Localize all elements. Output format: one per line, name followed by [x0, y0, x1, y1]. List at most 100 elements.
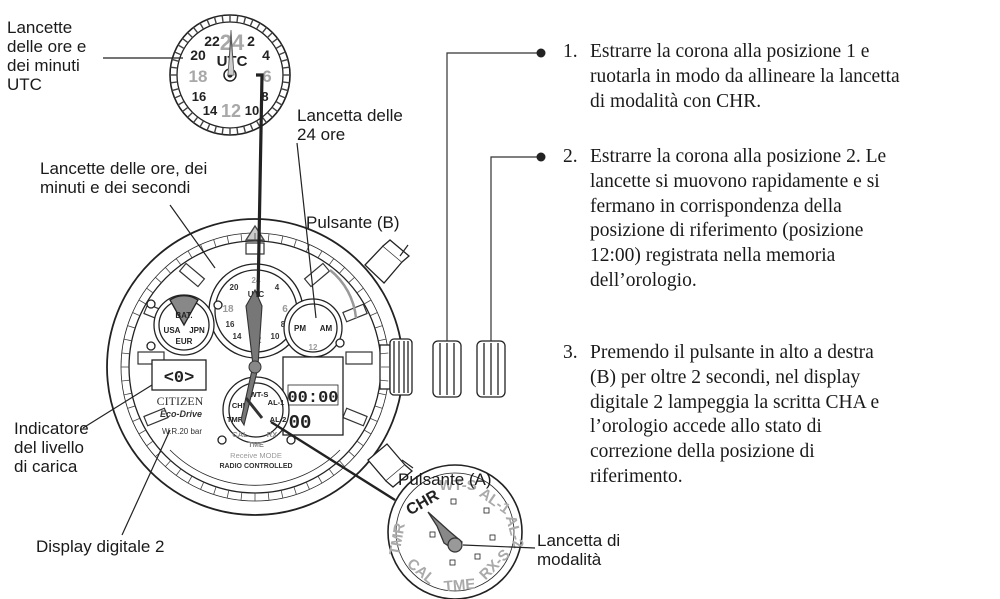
tick-mark — [213, 486, 217, 495]
mode-rx: RX — [267, 430, 277, 439]
tick-mark — [171, 88, 179, 92]
mode-zoom-wts: WT-S — [439, 477, 477, 494]
subdial-num: 6 — [282, 304, 288, 315]
tick-mark — [369, 312, 378, 317]
utc-num: 10 — [245, 103, 259, 118]
tick-mark — [317, 475, 323, 484]
tick-mark — [146, 287, 154, 294]
tick-mark — [328, 468, 335, 476]
tick-mark — [380, 379, 389, 382]
tick-mark — [280, 490, 284, 499]
tick-mark — [280, 235, 284, 244]
tick-mark — [199, 22, 205, 30]
utc-num: 14 — [203, 103, 218, 118]
step-3: 3. Premendo il pulsante in alto a destra… — [563, 341, 993, 490]
tick-mark — [177, 100, 185, 106]
subdial-num: 18 — [222, 304, 234, 315]
tick-mark — [305, 481, 310, 490]
tick-mark — [187, 111, 194, 118]
tick-mark — [123, 338, 132, 342]
utc-num: 8 — [261, 89, 268, 104]
tick-mark — [267, 492, 270, 501]
tick-mark — [356, 440, 364, 447]
tick-mark — [293, 486, 297, 495]
utc-num: 6 — [262, 67, 271, 86]
tick-mark — [339, 460, 345, 467]
tick-mark — [240, 233, 243, 242]
tick-mark — [266, 111, 273, 118]
tick-mark — [278, 94, 286, 99]
lcd-left — [151, 359, 207, 391]
tick-mark — [369, 417, 378, 422]
water-resistance-text: W.R.20 bar — [162, 427, 202, 436]
tick-mark — [275, 44, 283, 50]
receive-mode-text: Receive MODE — [230, 451, 282, 460]
subdial-num: 20 — [230, 283, 239, 292]
tick-mark — [261, 116, 268, 124]
tick-mark — [199, 120, 205, 128]
tick-mark — [380, 352, 389, 355]
utc-hands — [227, 29, 235, 76]
tick-mark — [374, 325, 383, 329]
subdial-num: 10 — [271, 332, 280, 341]
tick-mark — [127, 405, 136, 409]
tick-mark — [132, 312, 141, 317]
tick-mark — [165, 460, 171, 467]
utc-num: 20 — [190, 47, 206, 63]
tick-mark — [155, 277, 162, 283]
tick-mark — [221, 127, 224, 135]
tick-mark — [281, 58, 289, 62]
tick-mark — [213, 239, 217, 248]
mode-wts: WT-S — [250, 390, 269, 399]
radio-controlled-text: RADIO CONTROLLED — [219, 463, 292, 470]
label-main-hands: Lancette delle ore, dei minuti e dei sec… — [40, 159, 208, 197]
tick-mark — [236, 15, 239, 23]
screws — [146, 299, 345, 445]
tick-mark — [187, 250, 193, 259]
tick-mark — [281, 88, 289, 92]
tick-mark — [363, 299, 372, 305]
label-digital-display-2: Display digitale 2 — [36, 537, 165, 556]
tick-mark — [356, 287, 364, 294]
tick-mark — [187, 475, 193, 484]
step-number: 3. — [563, 342, 578, 363]
utc-ticks — [170, 15, 290, 135]
tick-mark — [187, 32, 194, 39]
tick-mark — [328, 258, 335, 266]
tick-mark — [181, 37, 189, 44]
tick-mark — [226, 490, 230, 499]
eur-label: EUR — [176, 337, 193, 346]
tick-mark — [275, 100, 283, 106]
am-label: AM — [320, 324, 333, 333]
tick-mark — [213, 16, 217, 24]
mode-tmr: TMR — [227, 415, 244, 424]
tick-mark — [348, 277, 355, 283]
tick-mark — [175, 468, 182, 476]
mode-zoom-hand — [427, 511, 463, 553]
step-text: Estrarre la corona alla posizione 1 e ru… — [590, 41, 900, 112]
tick-mark — [271, 106, 279, 113]
tick-mark — [293, 239, 297, 248]
tick-mark — [261, 26, 268, 34]
utc-num: 12 — [221, 101, 241, 121]
subdial-num: 14 — [233, 332, 242, 341]
tick-mark — [282, 81, 290, 84]
utc-num: 4 — [262, 47, 270, 63]
tick-mark — [271, 37, 279, 44]
lcd-left-text: <0> — [164, 369, 195, 388]
left-subdial — [153, 294, 215, 356]
tick-mark — [123, 392, 132, 396]
tick-mark — [175, 258, 182, 266]
tick-mark — [200, 481, 205, 490]
crown-position-1 — [432, 340, 462, 398]
step-number: 1. — [563, 41, 578, 62]
subdial-num: 4 — [275, 283, 280, 292]
tick-mark — [249, 19, 254, 27]
tick-mark — [213, 126, 217, 134]
tick-mark — [181, 106, 189, 113]
tick-mark — [171, 58, 179, 62]
tick-mark — [121, 352, 130, 355]
tick-mark — [255, 120, 261, 128]
button-a-shape — [367, 443, 414, 488]
